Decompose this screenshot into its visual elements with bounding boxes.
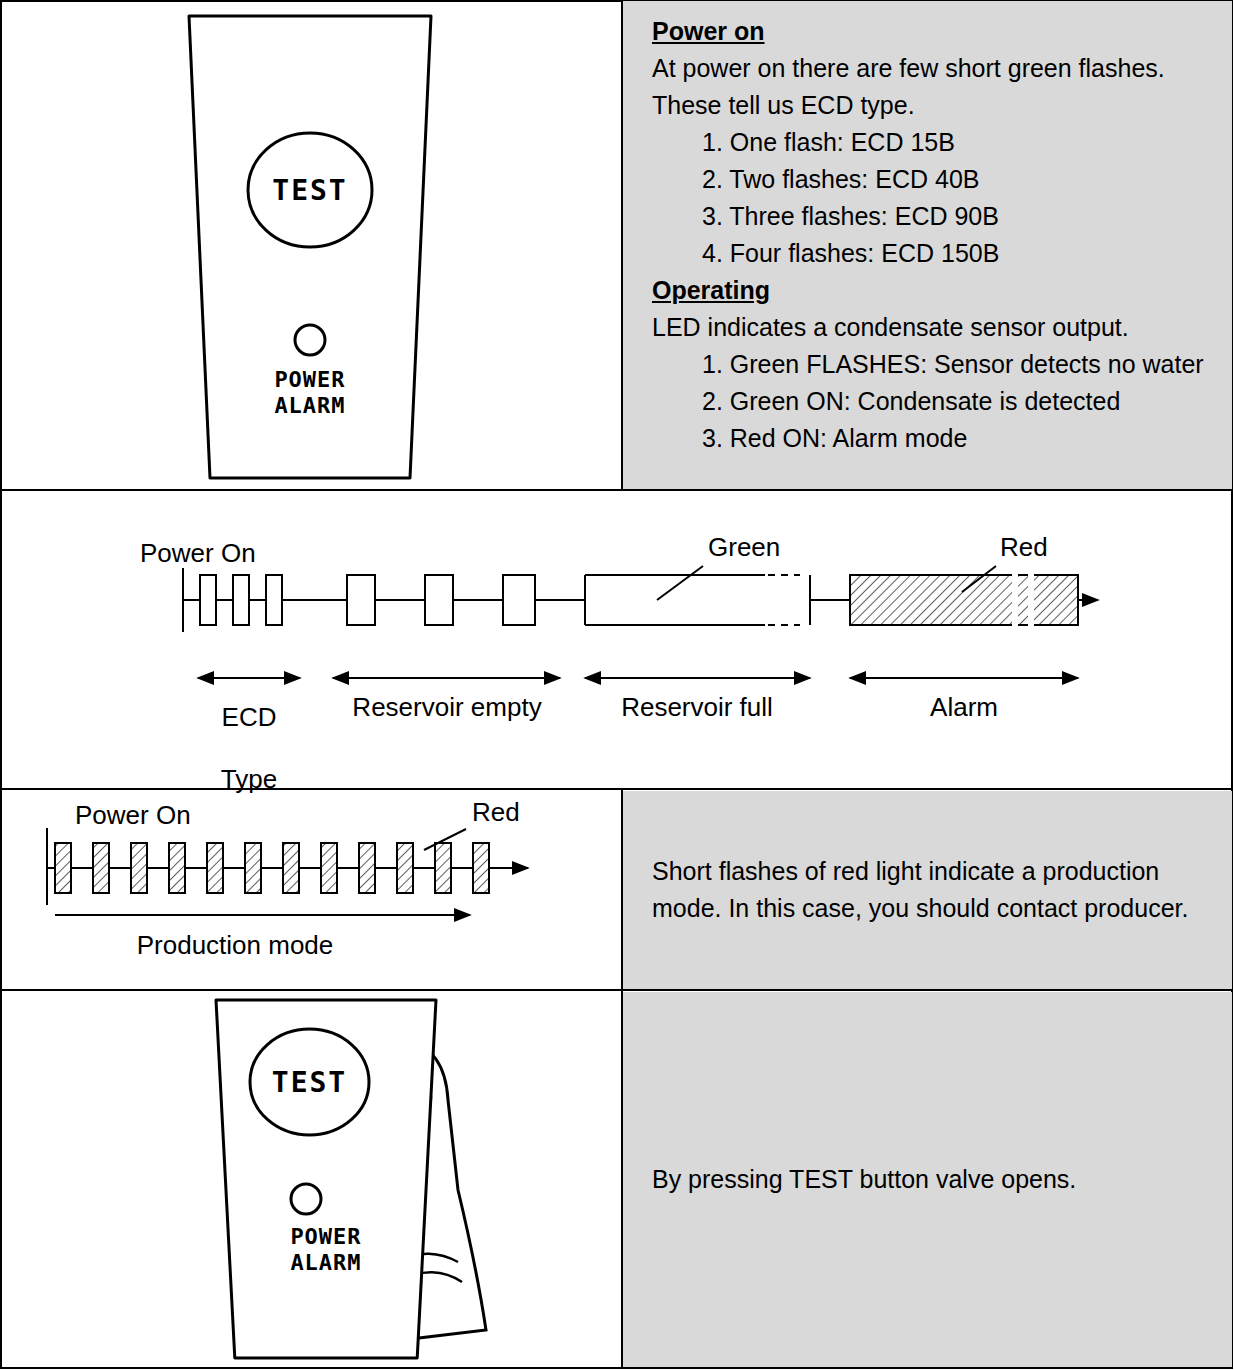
color-label: Red — [472, 797, 520, 827]
span-arrows — [198, 677, 1078, 679]
red-pulse — [435, 843, 451, 893]
body-text: LED indicates a condensate sensor output… — [652, 309, 1216, 346]
drawing-line — [768, 624, 800, 626]
leader-line — [962, 566, 996, 592]
drawing-line — [850, 677, 1078, 679]
button-label: TEST — [272, 174, 347, 207]
full-pulse — [585, 575, 810, 625]
drawing-line — [584, 575, 586, 625]
button-label: TEST — [272, 1066, 347, 1099]
red-pulse — [283, 843, 299, 893]
table-cell: By pressing TEST button valve opens. — [623, 992, 1232, 1367]
test-button: TEST — [245, 130, 375, 250]
drawing-line — [768, 574, 800, 576]
drawing-line — [1, 989, 1232, 991]
drawing-line — [585, 574, 765, 576]
red-pulse — [169, 843, 185, 893]
panel-label: POWER ALARM — [212, 1224, 440, 1276]
drawing-rect — [200, 575, 216, 625]
table-cell: Power onAt power on there are few short … — [623, 1, 1232, 489]
leader-line — [657, 566, 703, 600]
button-outline — [248, 133, 372, 247]
phase-label: Alarm — [930, 692, 998, 722]
red-pulse — [359, 843, 375, 893]
phase-label: Reservoir full — [621, 692, 773, 722]
phase-label: Reservoir empty — [352, 692, 541, 722]
led-indicator — [295, 325, 325, 355]
section-heading: Power on — [652, 13, 1216, 50]
list-item: 3. Three flashes: ECD 90B — [702, 198, 1216, 235]
production-pulses — [55, 843, 489, 893]
panel-label: POWER ALARM — [185, 367, 435, 419]
phase-label: Production mode — [137, 930, 334, 960]
drawing-rect — [233, 575, 249, 625]
empty-pulses — [347, 575, 535, 625]
red-pulse — [55, 843, 71, 893]
red-pulse — [131, 843, 147, 893]
drawing-line — [333, 677, 560, 679]
ecd-pulses — [200, 575, 282, 625]
panel-outline — [189, 16, 431, 478]
device-panel: POWER ALARM TEST — [185, 12, 435, 482]
list-item: 2. Green ON: Condensate is detected — [702, 383, 1216, 420]
leader-line — [424, 829, 466, 850]
color-label: Green — [708, 532, 780, 562]
red-pulse — [245, 843, 261, 893]
device-panel: POWER ALARM TEST — [212, 996, 440, 1362]
list-item: 4. Four flashes: ECD 150B — [702, 235, 1216, 272]
drawing-line — [1, 788, 1232, 790]
section-heading: Operating — [652, 272, 1216, 309]
signal-label: Power On — [140, 538, 256, 568]
color-label: Red — [1000, 532, 1048, 562]
alarm-pulse — [850, 574, 1078, 626]
drawing-line — [585, 677, 810, 679]
drawing-line — [46, 828, 48, 905]
phase-label: ECD Type — [214, 686, 284, 810]
drawing-rect — [347, 575, 375, 625]
list-item: 1. Green FLASHES: Sensor detects no wate… — [702, 346, 1216, 383]
red-pulse — [321, 843, 337, 893]
drawing-line — [1, 489, 1232, 491]
drawing-line — [585, 624, 765, 626]
drawing-rect — [585, 575, 810, 625]
body-text: At power on there are few short green fl… — [652, 50, 1216, 124]
test-button: TEST — [247, 1026, 372, 1138]
drawing-rect — [503, 575, 535, 625]
table-cell: Short flashes of red light indicate a pr… — [623, 791, 1232, 989]
drawing-rect — [1012, 574, 1018, 626]
red-pulse — [207, 843, 223, 893]
list-item: 3. Red ON: Alarm mode — [702, 420, 1216, 457]
button-outline — [250, 1029, 369, 1135]
drawing-line — [809, 575, 811, 625]
drawing-line — [198, 677, 300, 679]
led-indicator — [291, 1184, 321, 1214]
span-arrow — [55, 914, 470, 916]
red-pulse — [473, 843, 489, 893]
drawing-rect — [266, 575, 282, 625]
panel-outline — [216, 1000, 436, 1358]
red-pulse — [93, 843, 109, 893]
body-text: Short flashes of red light indicate a pr… — [652, 853, 1216, 927]
body-text: By pressing TEST button valve opens. — [652, 1161, 1216, 1198]
drawing-rect — [850, 575, 1078, 625]
signal-label: Power On — [75, 800, 191, 830]
drawing-rect — [425, 575, 453, 625]
drawing-rect — [1028, 574, 1034, 626]
production-diagram — [47, 828, 528, 915]
red-pulse — [397, 843, 413, 893]
list-item: 1. One flash: ECD 15B — [702, 124, 1216, 161]
list-item: 2. Two flashes: ECD 40B — [702, 161, 1216, 198]
timing-diagram — [183, 566, 1098, 678]
